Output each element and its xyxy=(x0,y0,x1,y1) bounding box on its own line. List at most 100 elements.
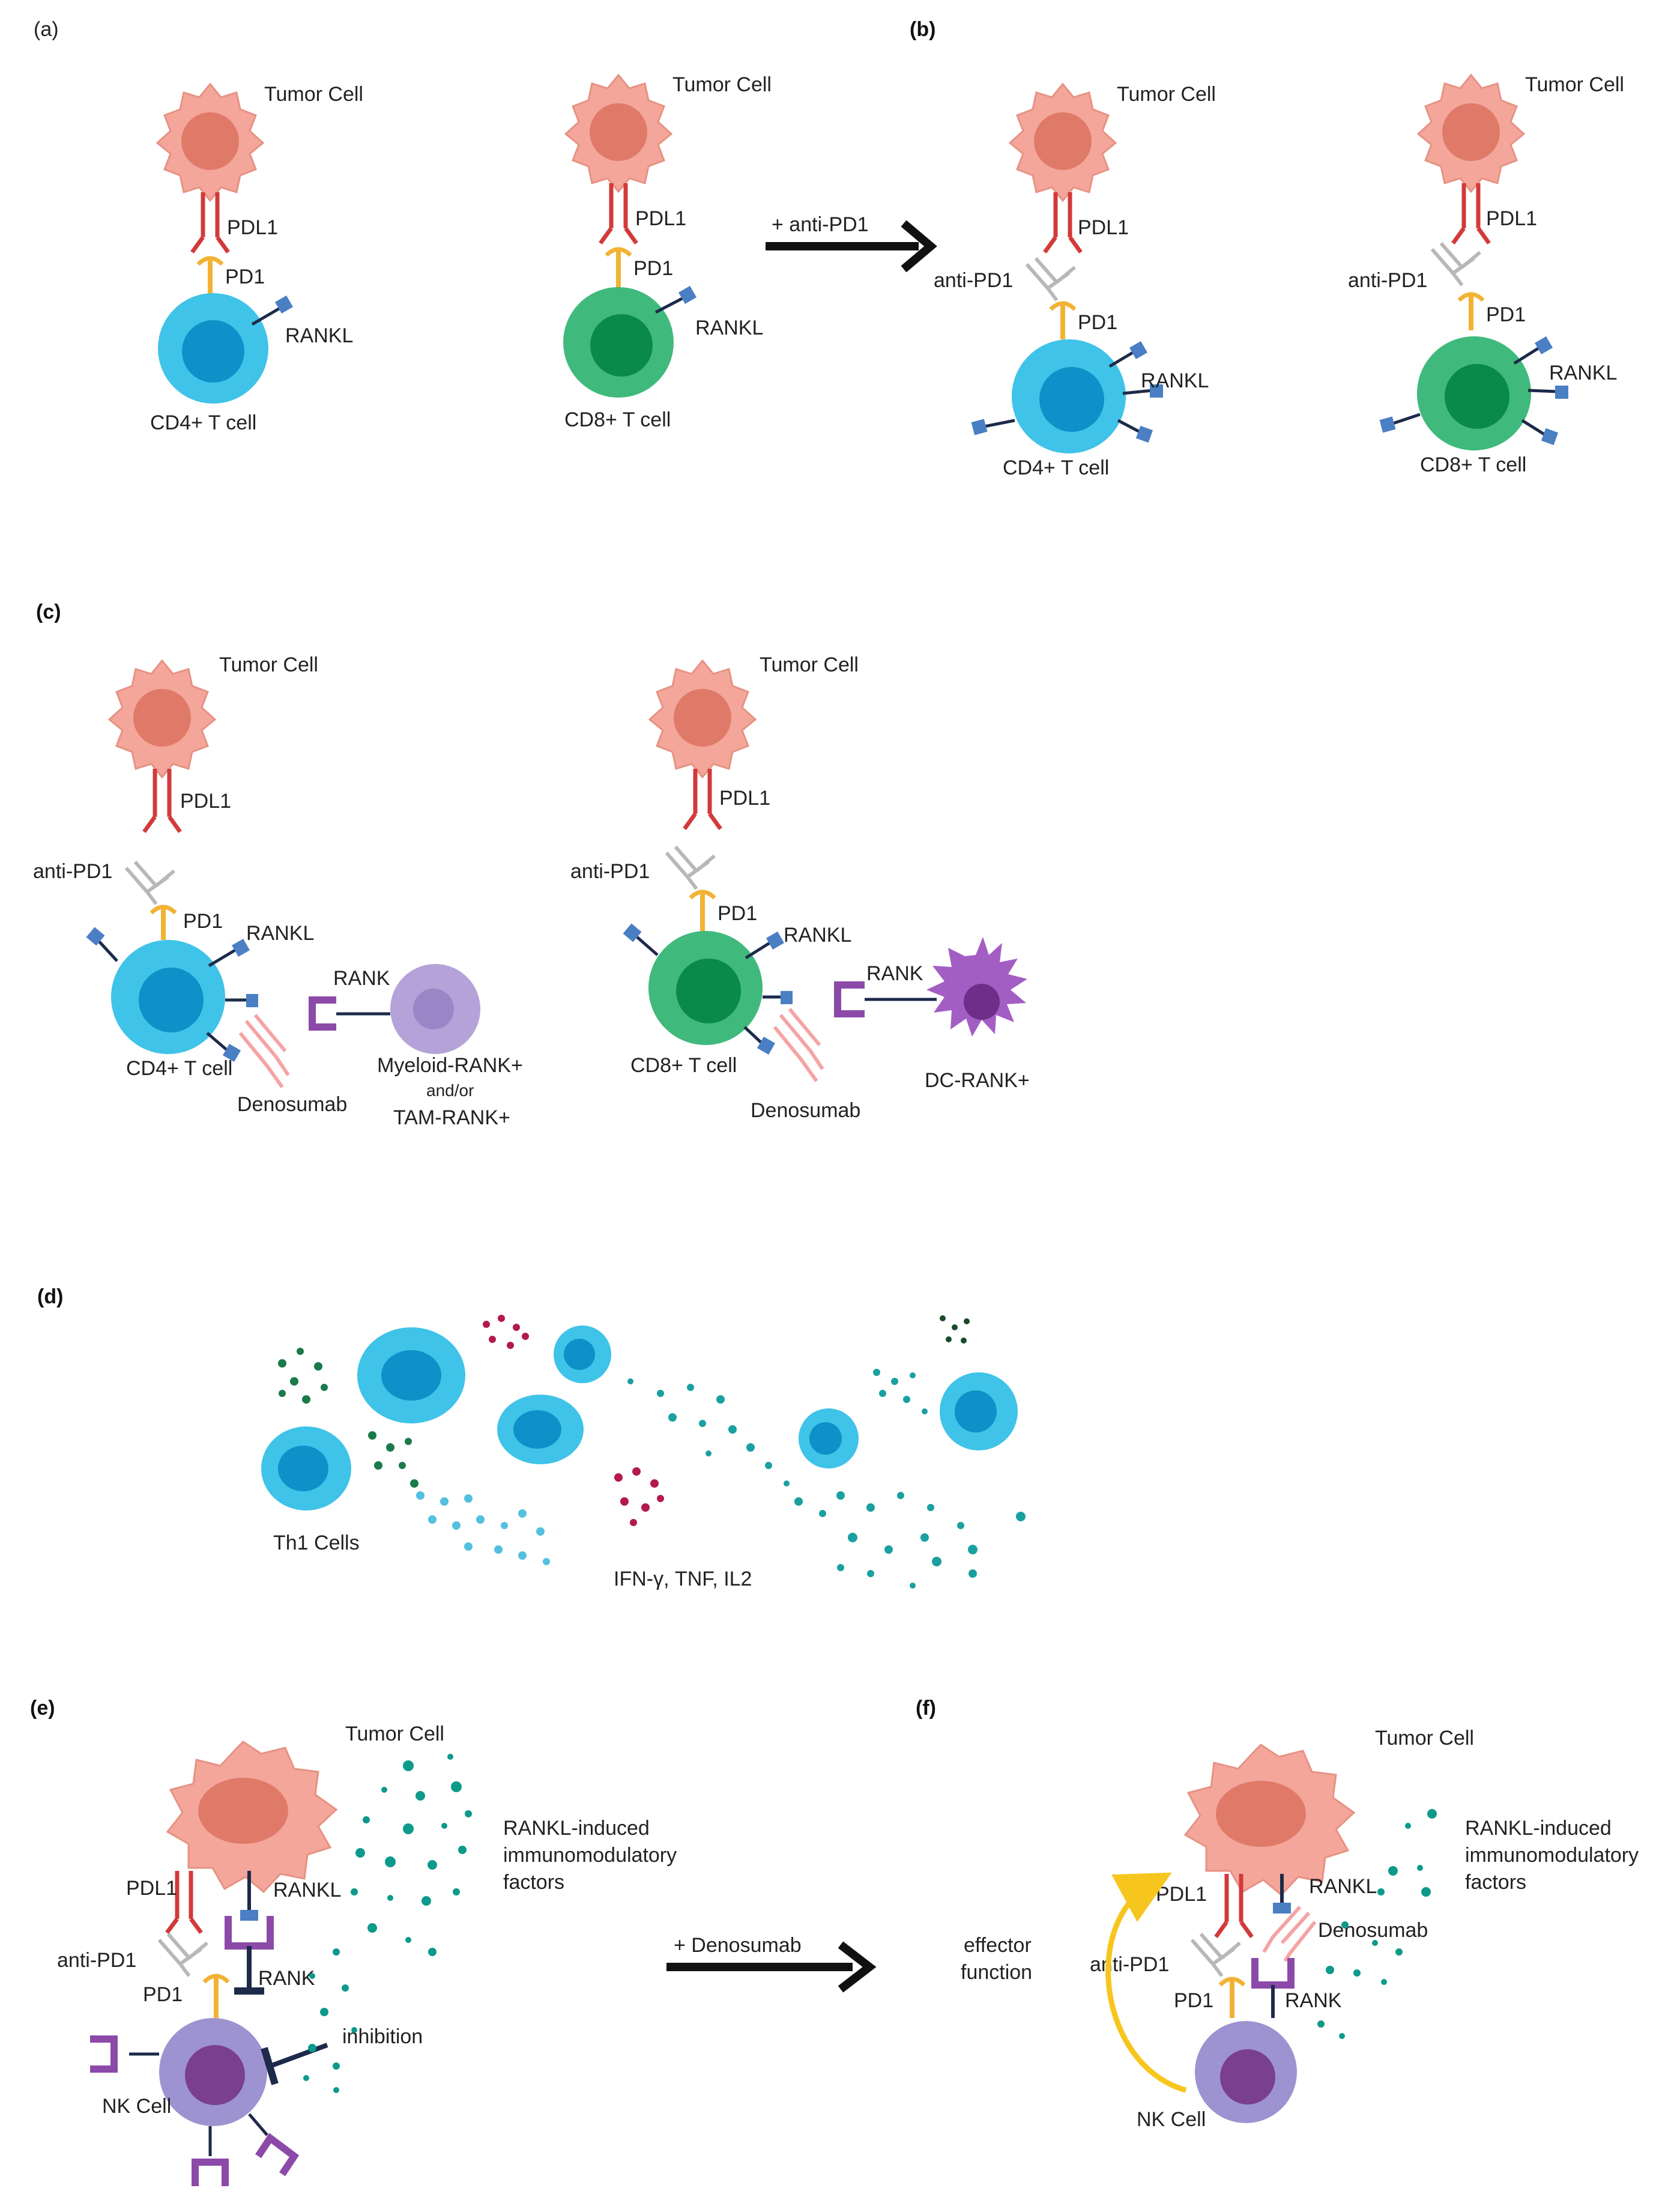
panel-b-cd4-group: Tumor Cell PDL1 anti-PD1 PD1 RANKL CD4+ … xyxy=(934,82,1216,479)
rankl-label: RANKL xyxy=(273,1879,341,1901)
rank-label: RANK xyxy=(1285,1989,1342,2012)
pd1-label: PD1 xyxy=(1078,311,1117,334)
tumor-cell xyxy=(107,659,217,779)
cd4-label: CD4+ T cell xyxy=(1003,456,1109,479)
anti-pd1-antibody xyxy=(124,861,175,905)
effector-line1: effector xyxy=(964,1934,1032,1957)
rankl-ligands xyxy=(1379,336,1568,446)
rankl-ligand xyxy=(654,285,697,314)
rankl-label: RANKL xyxy=(1141,369,1209,392)
denosumab-antibody xyxy=(1262,1905,1317,1962)
pdl1-receptor xyxy=(1451,183,1491,245)
cd8-t-cell xyxy=(1417,336,1531,450)
pdl1-label: PDL1 xyxy=(1486,207,1537,230)
pd1-receptor xyxy=(1218,1977,1246,2018)
anti-pd1-antibody xyxy=(157,1933,208,1977)
anti-pd1-label: anti-PD1 xyxy=(570,860,650,883)
panel-label-c: (c) xyxy=(36,601,61,623)
panel-label-d: (d) xyxy=(37,1285,63,1308)
denosumab-label: Denosumab xyxy=(751,1099,860,1122)
rank-label: RANK xyxy=(333,967,390,990)
rankl-label: RANKL xyxy=(285,324,353,347)
pd1-receptor xyxy=(150,905,177,940)
factors-line3: factors xyxy=(503,1871,564,1894)
factors-line1: RANKL-induced xyxy=(503,1817,650,1840)
pdl1-receptor xyxy=(599,183,638,245)
rankl-ligands xyxy=(86,927,258,1062)
nk-label: NK Cell xyxy=(102,2095,171,2118)
pdl1-receptor xyxy=(1214,1874,1254,1939)
nk-rank-receptors xyxy=(90,2035,300,2186)
rank-receptor xyxy=(309,996,390,1031)
anti-pd1-label: anti-PD1 xyxy=(57,1949,136,1972)
nk-label: NK Cell xyxy=(1137,2108,1206,2131)
rankl-label: RANKL xyxy=(1549,362,1617,384)
rank-receptor xyxy=(225,1916,274,1995)
tumor-cell xyxy=(648,659,757,779)
panel-a-cd4-group: Tumor Cell PDL1 PD1 RANKL CD4+ T cell xyxy=(150,82,363,434)
nk-cell xyxy=(159,2018,267,2126)
panel-label-f: (f) xyxy=(916,1697,936,1720)
tam-label: TAM-RANK+ xyxy=(393,1106,510,1129)
pd1-receptor xyxy=(1457,292,1485,330)
pd1-label: PD1 xyxy=(718,902,757,925)
pdl1-receptor xyxy=(142,769,182,834)
cd4-label: CD4+ T cell xyxy=(126,1057,232,1080)
pd1-receptor xyxy=(689,889,716,934)
inhibition-symbol xyxy=(261,2043,328,2085)
th1-label: Th1 Cells xyxy=(273,1532,360,1554)
panel-label-a: (a) xyxy=(34,18,59,41)
tumor-cell-label: Tumor Cell xyxy=(1525,73,1624,96)
denosumab-antibody xyxy=(238,1014,290,1088)
cd4-t-cell xyxy=(1012,339,1126,453)
anti-pd1-label: anti-PD1 xyxy=(33,860,112,883)
factors-line2: immunomodulatory xyxy=(1465,1844,1639,1867)
factors-line2: immunomodulatory xyxy=(503,1844,677,1867)
denosumab-arrow xyxy=(666,1941,877,1993)
pd1-label: PD1 xyxy=(225,265,265,288)
panel-e-group: Tumor Cell PDL1 RANKL RANK anti-PD1 PD1 xyxy=(57,1723,677,2186)
pdl1-receptor xyxy=(190,192,230,254)
dc-cell xyxy=(926,937,1027,1037)
myeloid-label: Myeloid-RANK+ xyxy=(377,1054,523,1077)
nk-cell xyxy=(1195,2021,1297,2123)
anti-pd1-label: anti-PD1 xyxy=(934,269,1013,292)
factor-dots xyxy=(1317,1809,1437,2039)
rankl-on-tumor xyxy=(240,1871,258,1921)
cd4-t-cell xyxy=(158,293,268,404)
and-or-label: and/or xyxy=(426,1081,474,1100)
rankl-ligand xyxy=(251,295,294,326)
cd4-label: CD4+ T cell xyxy=(150,411,256,434)
factors-line1: RANKL-induced xyxy=(1465,1817,1612,1840)
rank-receptor xyxy=(834,981,937,1017)
pdl1-receptor xyxy=(165,1871,203,1935)
tumor-cell xyxy=(166,1741,338,1894)
plus-denosumab-label: + Denosumab xyxy=(674,1934,802,1957)
rank-receptor xyxy=(1251,1958,1295,2018)
tumor-cell-label: Tumor Cell xyxy=(1375,1727,1474,1750)
tumor-cell xyxy=(156,82,265,202)
plus-anti-pd1-label: + anti-PD1 xyxy=(772,213,869,236)
panel-f-group: Tumor Cell PDL1 RANKL Denosumab RANK ant… xyxy=(961,1727,1639,2131)
pdl1-label: PDL1 xyxy=(126,1877,177,1900)
myeloid-cell xyxy=(390,964,480,1054)
anti-pd1-antibody xyxy=(1430,242,1481,286)
cd8-t-cell xyxy=(563,287,674,398)
anti-pd1-label: anti-PD1 xyxy=(1348,269,1427,292)
rankl-label: RANKL xyxy=(695,317,763,339)
rankl-label: RANKL xyxy=(784,924,851,947)
pdl1-label: PDL1 xyxy=(180,790,231,813)
pd1-receptor xyxy=(605,247,632,288)
cd4-t-cell xyxy=(111,940,225,1054)
rankl-label: RANKL xyxy=(1309,1875,1377,1898)
rank-label: RANK xyxy=(866,962,923,985)
pd1-label: PD1 xyxy=(1174,1989,1213,2012)
rank-label: RANK xyxy=(258,1967,315,1990)
tumor-cell xyxy=(1416,73,1526,193)
pd1-label: PD1 xyxy=(1486,303,1526,326)
pd1-label: PD1 xyxy=(633,257,673,280)
pdl1-label: PDL1 xyxy=(635,207,686,230)
pd1-receptor xyxy=(202,1974,230,2018)
rankl-on-tumor xyxy=(1273,1874,1291,1914)
